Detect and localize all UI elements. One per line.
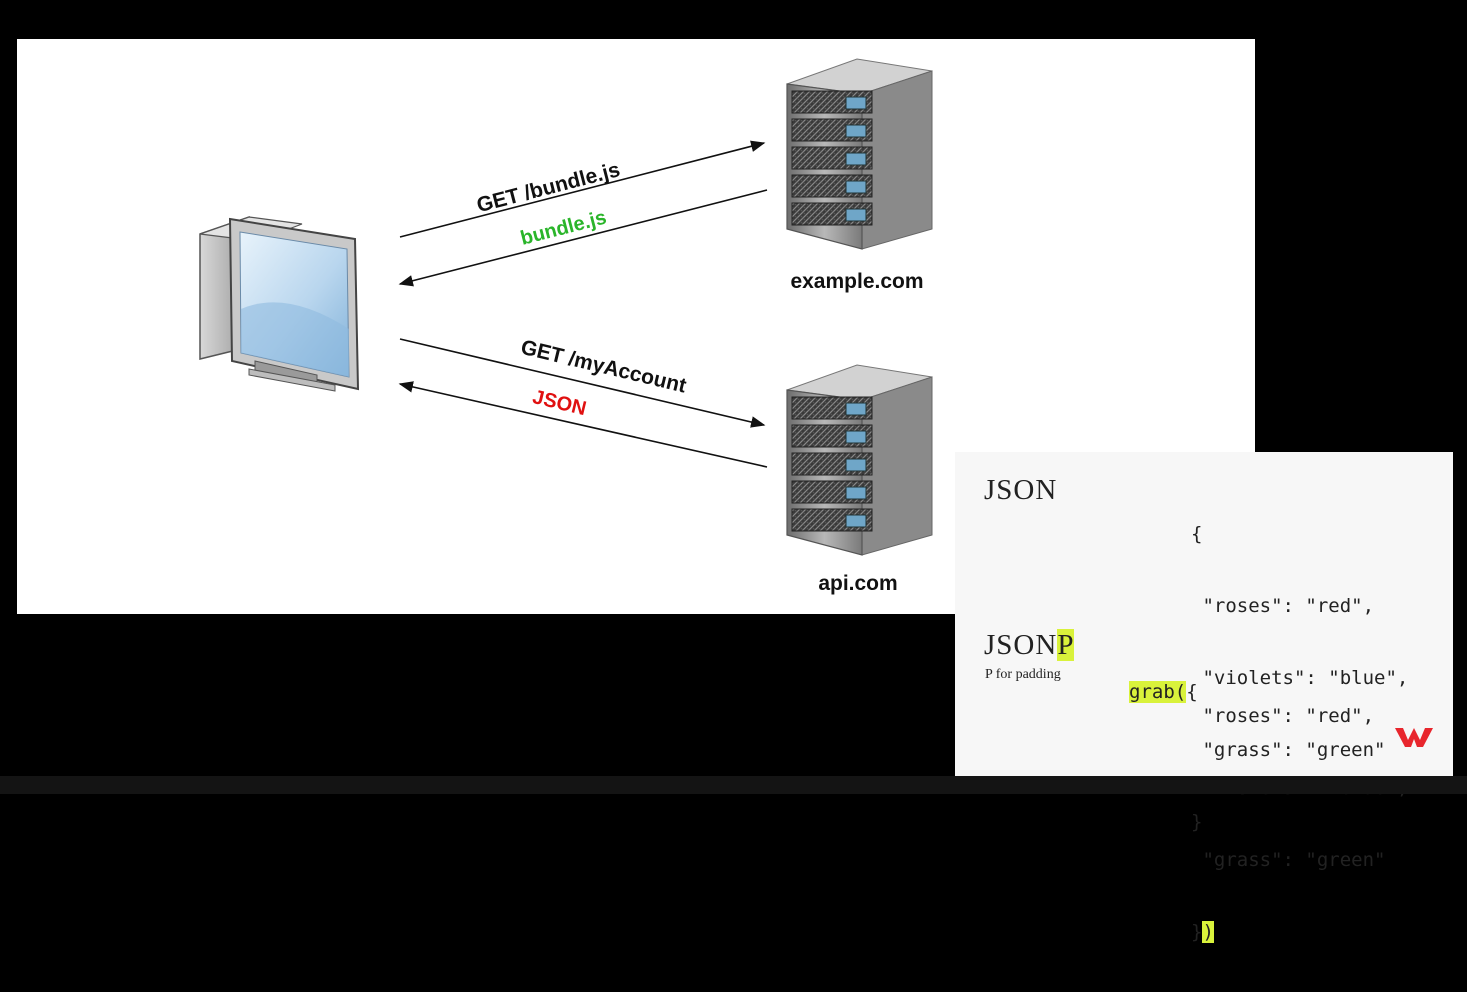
code-line: "roses": "red", [1191,595,1375,617]
code-close-brace: } [1191,921,1203,943]
code-line: "grass": "green" [1191,849,1386,871]
jsonp-title-base: JSON [984,629,1058,661]
code-close-paren: ) [1202,921,1214,943]
jsonp-subtitle: P for padding [985,667,1061,682]
response-arrow-bundle [398,189,768,287]
server-label-api: api.com [818,572,897,595]
bottom-bar [0,776,1467,794]
code-line: "grass": "green" [1191,739,1386,761]
json-vs-jsonp-panel: JSON { "roses": "red", "violets": "blue"… [955,452,1453,943]
server-icon [786,364,933,556]
jsonp-code-body: "roses": "red", "violets": "blue", "gras… [1191,656,1408,992]
code-open-brace: { [1186,681,1198,703]
bundle-response-label: bundle.js [518,207,609,250]
code-line: { [1191,523,1203,545]
padding-call: grab( [1129,681,1187,703]
code-line: "roses": "red", [1191,705,1375,727]
request-diagram: GET /bundle.js bundle.js GET /myAccount … [199,58,933,595]
server-label-example: example.com [790,270,923,293]
json-title: JSON [984,474,1058,506]
json-code-block: { "roses": "red", "violets": "blue", "gr… [1191,474,1408,882]
response-arrow-json [398,381,768,468]
jsonp-title-highlight: P [1057,629,1075,661]
jsonp-code-block: grab({ [1129,632,1198,752]
server-icon [786,58,933,250]
computer-icon [199,215,360,392]
code-line: }) [1191,920,1408,944]
code-line: "violets": "blue", [1191,667,1409,689]
w-logo-icon [1395,728,1433,747]
request-arrow-account [399,338,766,428]
slide: GET /bundle.js bundle.js GET /myAccount … [17,39,1255,614]
jsonp-title: JSONP [984,629,1075,662]
request-arrow-bundle [399,140,766,238]
code-line: grab({ [1129,680,1198,704]
